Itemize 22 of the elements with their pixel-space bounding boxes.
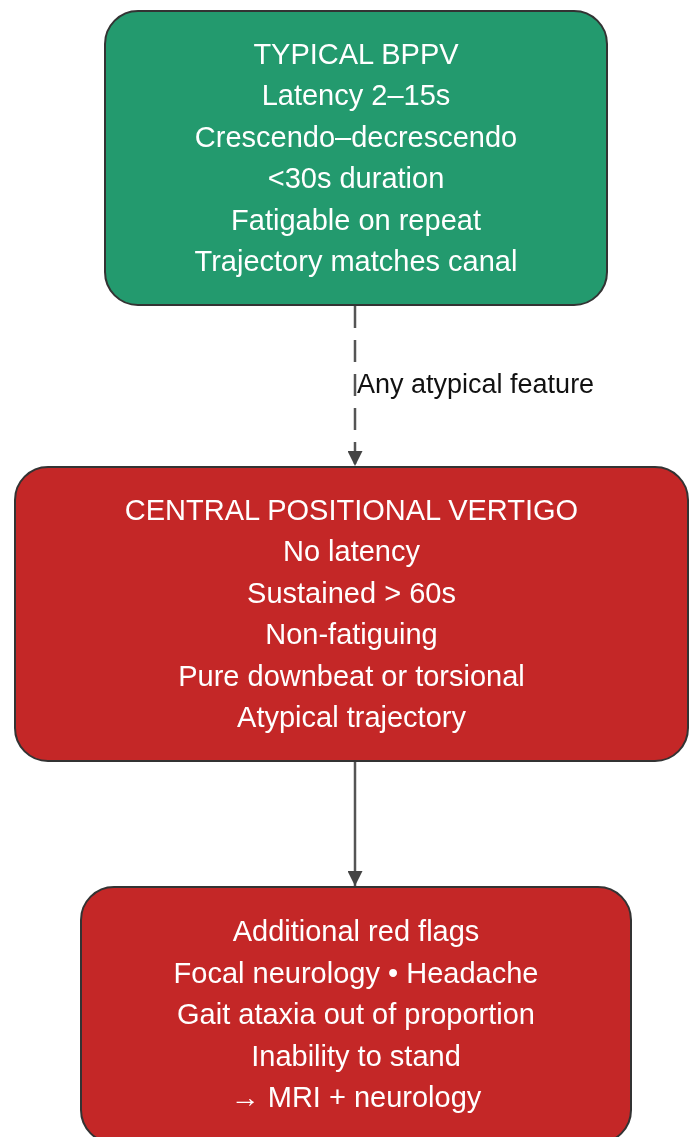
node-text: Gait ataxia out of proportion: [177, 997, 535, 1033]
node-text: → MRI + neurology: [230, 1080, 482, 1116]
node-text: <30s duration: [267, 161, 445, 196]
node-heading: Additional red flags: [232, 914, 480, 950]
node-text: No latency: [283, 534, 420, 569]
node-text: Latency 2–15s: [261, 78, 451, 113]
node-text: Focal neurology • Headache: [173, 955, 539, 991]
arrow: [347, 762, 363, 886]
alert-box: [14, 466, 689, 762]
node-text: Inability to stand: [251, 1038, 461, 1074]
node-text: Trajectory matches canal: [194, 244, 518, 279]
node-text: Non-fatiguing: [265, 617, 438, 652]
node-text: Sustained > 60s: [247, 575, 456, 611]
process-box: [104, 10, 608, 306]
node-heading: CENTRAL POSITIONAL VERTIGO: [124, 492, 579, 528]
alert-box: [80, 886, 632, 1137]
node-text: Pure downbeat or torsional: [178, 658, 525, 694]
arrow: [347, 306, 363, 466]
node-text: Crescendo–decrescendo: [194, 119, 518, 155]
node-text: Atypical trajectory: [237, 700, 466, 735]
node-text: Fatigable on repeat: [231, 202, 481, 238]
node-heading: TYPICAL BPPV: [253, 36, 459, 72]
